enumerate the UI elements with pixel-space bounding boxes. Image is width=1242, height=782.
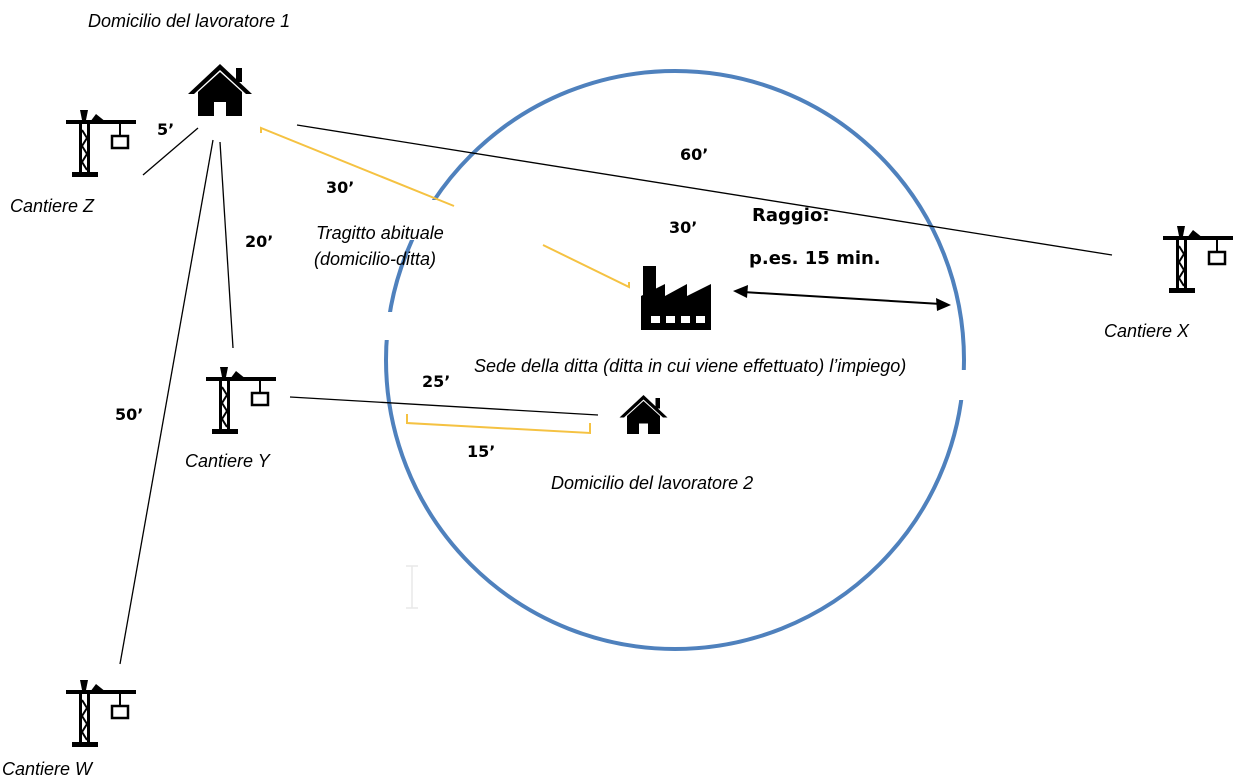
crane-icon [204, 365, 278, 436]
time-y-home2-inner: 15’ [467, 442, 496, 461]
route-label-line2: (domicilio-ditta) [314, 249, 437, 269]
time-home1-company: 30’ [326, 178, 355, 197]
time-home1-z: 5’ [157, 120, 175, 139]
time-y-home2: 25’ [422, 372, 451, 391]
time-home1-w: 50’ [115, 405, 144, 424]
text-cursor-icon [406, 565, 418, 609]
line-home1-w [119, 139, 214, 665]
house-icon [188, 64, 252, 116]
home1-label: Domicilio del lavoratore 1 [88, 11, 291, 31]
radius-label-line2: p.es. 15 min. [749, 248, 881, 269]
time-company-inner: 30’ [669, 218, 698, 237]
home2-label: Domicilio del lavoratore 2 [551, 473, 754, 493]
crane-icon [64, 108, 138, 179]
route-home1-company [260, 126, 630, 289]
line-home1-z [142, 127, 199, 176]
route-y-home2 [406, 414, 591, 435]
site-x-label: Cantiere X [1104, 321, 1190, 341]
radius-label-line1: Raggio: [752, 205, 830, 226]
line-y-home2 [289, 396, 599, 416]
crane-icon [64, 678, 138, 749]
factory-icon [641, 266, 711, 330]
time-home1-x: 60’ [680, 145, 709, 164]
site-w-label: Cantiere W [2, 759, 93, 779]
line-home1-y [219, 141, 234, 349]
house-icon [619, 395, 668, 434]
site-z-label: Cantiere Z [10, 196, 95, 216]
radius-circle [384, 69, 966, 651]
site-y-label: Cantiere Y [185, 451, 270, 471]
time-home1-y: 20’ [245, 232, 274, 251]
company-label: Sede della ditta (ditta in cui viene eff… [474, 356, 907, 376]
radius-arrow [733, 285, 951, 311]
crane-icon [1161, 224, 1235, 295]
line-home1-x [296, 124, 1113, 256]
route-label-line1: Tragitto abituale [316, 223, 444, 243]
